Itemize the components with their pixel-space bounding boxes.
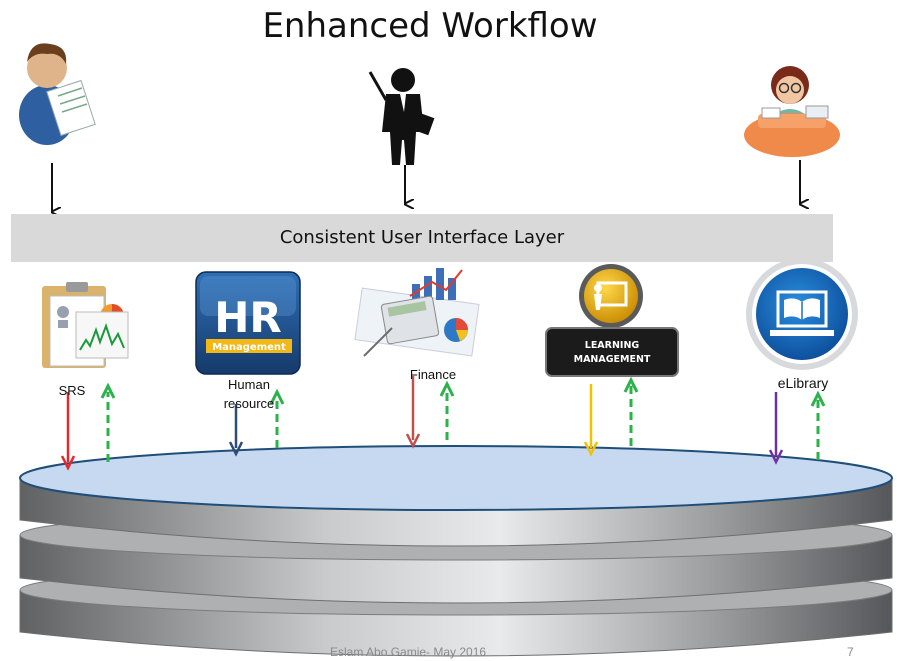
page-number: 7	[847, 645, 854, 659]
footer-credit: Eslam Abo Gamie- May 2016	[330, 645, 487, 659]
srs-document-icon	[42, 282, 129, 368]
student-user-icon	[19, 43, 96, 145]
lms-icon-text-line1: LEARNING	[585, 340, 640, 351]
srs-arrows	[60, 382, 116, 471]
learning-management-icon: LEARNING MANAGEMENT	[545, 264, 679, 377]
srs-label: SRS	[58, 383, 86, 398]
elibrary-icon	[746, 258, 858, 370]
slide-title: Enhanced Workflow	[262, 6, 598, 46]
user-interface-layer-label: Consistent User Interface Layer	[279, 227, 565, 248]
svg-text:HR: HR	[214, 293, 282, 342]
hr-arrows	[228, 388, 285, 457]
librarian-user-icon	[744, 66, 840, 157]
database-cylinder	[19, 445, 893, 657]
lms-arrows	[583, 376, 639, 457]
database-top	[19, 445, 893, 511]
finance-arrows	[405, 376, 455, 449]
svg-text:Management: Management	[212, 342, 286, 353]
finance-calculator-icon	[354, 268, 480, 357]
user-interface-layer: Consistent User Interface Layer	[11, 214, 833, 262]
teacher-user-icon	[368, 68, 435, 165]
hr-management-icon: HR Management	[195, 271, 301, 375]
elibrary-label: eLibrary	[777, 375, 829, 391]
finance-label: Finance	[409, 367, 457, 382]
lms-icon-text-line2: MANAGEMENT	[574, 354, 651, 365]
hr-label: Human resource	[223, 377, 275, 411]
elibrary-arrows	[768, 390, 826, 465]
